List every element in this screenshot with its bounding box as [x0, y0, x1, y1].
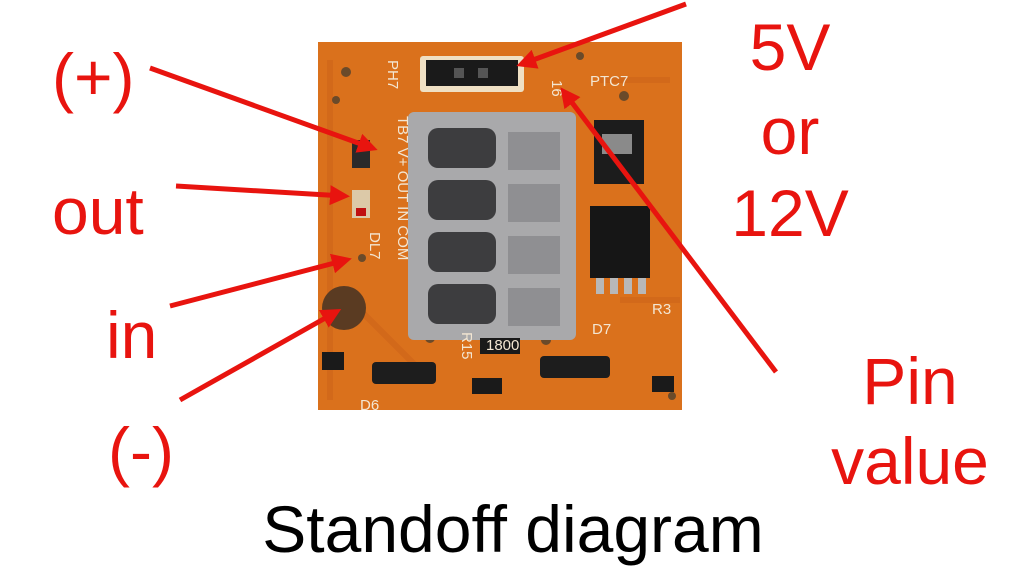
connector-lever-3 [508, 236, 560, 274]
transistor-chip [590, 206, 650, 278]
label-minus: (-) [108, 414, 174, 488]
diode [540, 356, 610, 378]
via [358, 254, 366, 262]
resistor [480, 338, 520, 354]
jumper-cap [426, 60, 518, 86]
label-pin-2: value [831, 424, 989, 498]
silk-r15: R15 [458, 332, 475, 360]
resistor [322, 352, 344, 370]
connector-lever-2 [508, 184, 560, 222]
silk-ptc: PTC7 [590, 73, 628, 90]
chip-leg [596, 278, 604, 294]
arrow-in [169, 253, 352, 309]
pcb-trace [327, 60, 680, 400]
connector-lever-4 [508, 288, 560, 326]
arrow-minus [178, 309, 342, 403]
smd-led-red [356, 208, 366, 216]
silk-dl: DL7 [366, 232, 383, 260]
jumper-pin [454, 68, 464, 78]
silk-number: 16 [548, 80, 565, 97]
connector-slot-2 [428, 180, 496, 220]
arrow-plus [149, 65, 378, 153]
label-out: out [52, 174, 144, 248]
label-pin-1: Pin [862, 344, 958, 418]
diode [372, 362, 436, 384]
chip-leg [610, 278, 618, 294]
arrow-voltage [516, 1, 687, 69]
via [332, 96, 340, 104]
large-pad [322, 286, 366, 330]
resistor [472, 378, 502, 394]
chip-leg [638, 278, 646, 294]
resistor [652, 376, 674, 392]
connector-slot-1 [428, 128, 496, 168]
label-voltage-2: or [760, 94, 820, 168]
label-in: in [106, 298, 158, 372]
label-voltage-3: 12V [731, 176, 849, 250]
chip-leg [624, 278, 632, 294]
connector-slot-3 [428, 232, 496, 272]
silk-d6: D6 [360, 397, 379, 414]
connector-lever-1 [508, 132, 560, 170]
arrow-pin-value [560, 87, 778, 374]
silk-r3: R3 [652, 301, 671, 318]
silk-resistor-code: 1800 [486, 337, 519, 354]
label-plus: (+) [52, 40, 135, 114]
label-voltage-1: 5V [749, 10, 831, 84]
via [341, 67, 351, 77]
jumper-pin [478, 68, 488, 78]
silk-ph7: PH7 [384, 60, 401, 89]
via [576, 52, 584, 60]
silk-pins: TB7 V+ OUT IN COM [394, 116, 411, 260]
silk-d7: D7 [592, 321, 611, 338]
arrow-out [175, 183, 350, 206]
connector-slot-4 [428, 284, 496, 324]
via [668, 392, 676, 400]
via [619, 91, 629, 101]
diagram-caption: Standoff diagram [262, 492, 764, 566]
